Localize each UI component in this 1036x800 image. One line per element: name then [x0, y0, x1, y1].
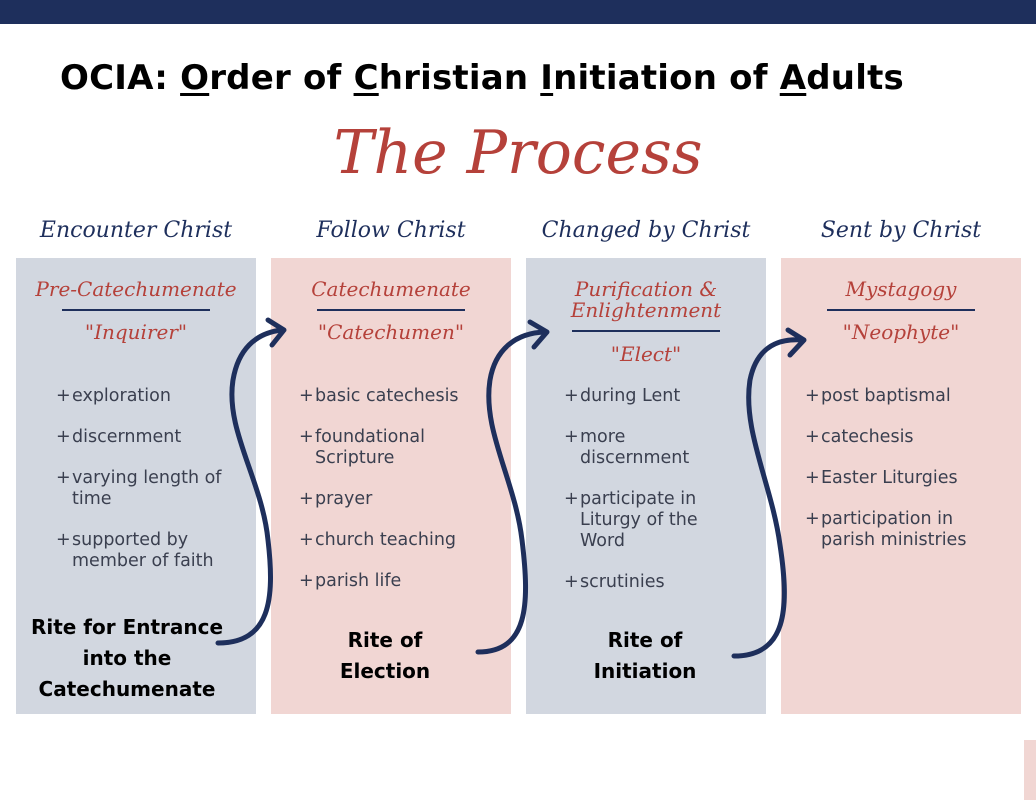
stage-panel-mystagogy: Mystagogy "Neophyte" post baptismal cate… [781, 258, 1021, 714]
rite-line: Catechumenate [38, 677, 216, 701]
title-part: dults [806, 58, 904, 98]
rite-line: Initiation [593, 659, 697, 683]
stage-name: Catechumenate [311, 277, 471, 301]
stage-divider [827, 309, 975, 311]
corner-decoration [1024, 740, 1036, 800]
title-part-underlined: C [353, 58, 379, 98]
rite-election-label: Rite of Election [300, 625, 470, 687]
list-item: exploration [56, 386, 254, 407]
rite-line: Rite of [607, 628, 683, 652]
title-part: nitiation of [553, 58, 780, 98]
stage-items: exploration discernment varying length o… [56, 386, 254, 592]
phase-title-sent: Sent by Christ [820, 218, 982, 243]
list-item: supported by member of faith [56, 530, 254, 572]
stage-items: post baptismal catechesis Easter Liturgi… [805, 386, 1005, 571]
list-item: discernment [56, 427, 254, 448]
stage-name-line1: Purification & [574, 277, 718, 301]
stage-divider [317, 309, 465, 311]
rite-line: Rite of [347, 628, 423, 652]
stage-items: basic catechesis foundational Scripture … [299, 386, 509, 612]
list-item: Easter Liturgies [805, 468, 1005, 489]
list-item: more discernment [564, 427, 710, 469]
phase-title-follow: Follow Christ [316, 218, 466, 243]
title-part: OCIA: [60, 58, 181, 98]
title-part: rder of [209, 58, 354, 98]
list-item: foundational Scripture [299, 427, 455, 469]
list-item: post baptismal [805, 386, 1005, 407]
rite-initiation-label: Rite of Initiation [560, 625, 730, 687]
stage-role: "Elect" [610, 342, 682, 366]
stage-role: "Inquirer" [84, 320, 188, 344]
rite-line: Rite for Entrance [30, 615, 224, 639]
stage-role: "Catechumen" [317, 320, 465, 344]
process-subtitle: The Process [333, 118, 703, 188]
list-item: prayer [299, 489, 509, 510]
stage-panel-catechumenate: Catechumenate "Catechumen" basic cateche… [271, 258, 511, 714]
list-item: participate in Liturgy of the Word [564, 489, 718, 552]
rite-line: Election [339, 659, 431, 683]
list-item: catechesis [805, 427, 1005, 448]
stage-name-line2: Enlightenment [570, 298, 722, 322]
stage-items: during Lent more discernment participate… [564, 386, 724, 613]
stage-name: Mystagogy [845, 277, 957, 301]
stage-name: Pre-Catechumenate [35, 277, 237, 301]
list-item: during Lent [564, 386, 724, 407]
title-part-underlined: O [180, 58, 210, 98]
stage-role: "Neophyte" [842, 320, 960, 344]
stage-divider [572, 330, 720, 332]
title-part: hristian [378, 58, 541, 98]
list-item: participation in parish ministries [805, 509, 996, 551]
list-item: basic catechesis [299, 386, 509, 407]
phase-title-changed: Changed by Christ [541, 218, 751, 243]
list-item: parish life [299, 571, 509, 592]
list-item: church teaching [299, 530, 509, 551]
page-title: OCIA: Order of Christian Initiation of A… [60, 58, 904, 98]
rite-line: into the [82, 646, 172, 670]
list-item: scrutinies [564, 572, 724, 593]
list-item: varying length of time [56, 468, 254, 510]
top-bar [0, 0, 1036, 24]
rite-entrance-label: Rite for Entrance into the Catechumenate [16, 612, 238, 705]
phase-title-encounter: Encounter Christ [39, 218, 233, 243]
title-part-underlined: I [540, 58, 554, 98]
stage-divider [62, 309, 210, 311]
stage-panel-purification: Purification & Enlightenment "Elect" dur… [526, 258, 766, 714]
title-part-underlined: A [779, 58, 807, 98]
